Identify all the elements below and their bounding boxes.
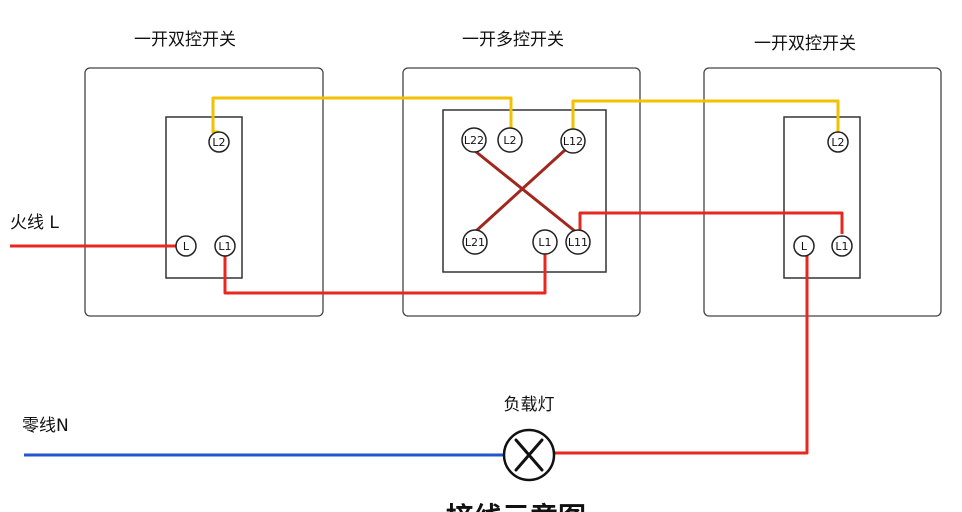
- svg-text:L1: L1: [835, 240, 848, 253]
- live-left-to-middle-wire: [223, 253, 547, 295]
- terminal-mid-l2: L2: [497, 127, 523, 153]
- terminal-mid-l12: L12: [560, 128, 586, 154]
- svg-text:L: L: [801, 240, 808, 253]
- terminal-mid-l21: L21: [462, 229, 488, 255]
- terminal-right-l2: L2: [827, 131, 849, 153]
- traveler-wire-left: [211, 96, 513, 134]
- terminal-right-l: L: [793, 235, 815, 257]
- terminal-mid-l1: L1: [532, 229, 558, 255]
- svg-text:L2: L2: [212, 136, 225, 149]
- load-lamp-label: 负载灯: [504, 395, 555, 415]
- right-switch-label: 一开双控开关: [754, 34, 856, 54]
- lamp-icon: [502, 428, 556, 482]
- terminal-left-l: L: [175, 235, 197, 257]
- left-switch-label: 一开双控开关: [134, 30, 236, 50]
- terminal-mid-l22: L22: [461, 127, 487, 153]
- cross-wire-l21-l12: [474, 148, 567, 233]
- diagram-title: 接线示意图: [446, 501, 586, 512]
- terminal-left-l2: L2: [208, 131, 230, 153]
- neutral-wire-label: 零线N: [22, 416, 69, 436]
- cross-wire-l22-l11: [474, 149, 577, 234]
- traveler-wire-right: [571, 99, 840, 132]
- svg-text:L21: L21: [465, 236, 485, 249]
- svg-text:L2: L2: [503, 134, 516, 147]
- svg-text:L1: L1: [538, 236, 551, 249]
- live-wire-label: 火线 L: [10, 213, 59, 233]
- terminal-mid-l11: L11: [565, 229, 591, 255]
- svg-text:L11: L11: [568, 236, 588, 249]
- terminal-left-l1: L1: [214, 235, 236, 257]
- svg-text:L: L: [183, 240, 190, 253]
- lamp-feed-wire: [555, 256, 809, 455]
- svg-text:L2: L2: [831, 136, 844, 149]
- middle-switch-label: 一开多控开关: [462, 30, 564, 50]
- terminal-right-l1: L1: [831, 235, 853, 257]
- svg-text:L12: L12: [563, 135, 583, 148]
- live-middle-to-right-wire: [578, 211, 844, 234]
- svg-text:L22: L22: [464, 134, 484, 147]
- svg-text:L1: L1: [218, 240, 231, 253]
